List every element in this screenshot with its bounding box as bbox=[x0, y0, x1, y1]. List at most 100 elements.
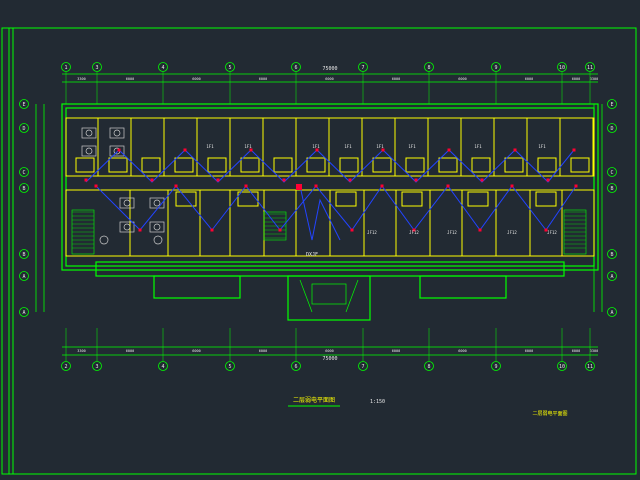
bathroom-box bbox=[108, 157, 128, 173]
outlet-device bbox=[138, 228, 142, 232]
outlet-device bbox=[150, 178, 154, 182]
outlet-device bbox=[544, 228, 548, 232]
axis-right-A-label: A bbox=[610, 310, 613, 316]
building-outline bbox=[61, 103, 599, 321]
corridor bbox=[66, 175, 594, 191]
axis-bottom-10-circle bbox=[557, 361, 567, 371]
overall-dim-bottom: 75000 bbox=[322, 356, 337, 362]
axis-bottom-9-label: 9 bbox=[494, 364, 497, 370]
bathroom-box bbox=[240, 157, 260, 173]
furniture-block bbox=[119, 197, 135, 209]
outlet-device bbox=[574, 184, 578, 188]
axis-bottom-9-circle bbox=[491, 361, 501, 371]
axis-left-C-label: C bbox=[22, 170, 25, 176]
top-dimension-chain bbox=[62, 73, 598, 83]
outlet-device bbox=[174, 184, 178, 188]
room-label-upper: 1F1 bbox=[376, 144, 384, 149]
axis-top-10-label: 10 bbox=[559, 65, 565, 71]
drawing-title-right: 二层弱电平面图 bbox=[532, 410, 567, 417]
bottom-dim-value: 6000 bbox=[126, 349, 134, 353]
furniture-block bbox=[149, 221, 165, 233]
axis-left-E-circle bbox=[19, 99, 29, 109]
axis-bottom-7-label: 7 bbox=[361, 364, 364, 370]
axis-bottom-3-circle bbox=[92, 361, 102, 371]
furniture-seat bbox=[113, 129, 121, 137]
bottom-dim-value: 3300 bbox=[590, 349, 598, 353]
axis-top-3-circle bbox=[92, 62, 102, 72]
axis-right-A-label: A bbox=[610, 274, 613, 280]
room-label-upper: 1F1 bbox=[474, 144, 482, 149]
room-label-upper: 1F1 bbox=[408, 144, 416, 149]
outlet-device bbox=[446, 184, 450, 188]
outlet-device bbox=[278, 228, 282, 232]
axis-bottom-8-circle bbox=[424, 361, 434, 371]
furniture-block bbox=[109, 127, 125, 139]
outlet-device bbox=[348, 178, 352, 182]
axis-right-B-label: B bbox=[610, 186, 613, 192]
furniture-block bbox=[119, 221, 135, 233]
outlet-device bbox=[447, 148, 451, 152]
axis-left-B-circle bbox=[19, 183, 29, 193]
axis-right-B-circle bbox=[607, 249, 617, 259]
drawing-scale: 1:150 bbox=[370, 399, 385, 405]
axis-bottom-6-label: 6 bbox=[294, 364, 297, 370]
furniture-seat bbox=[123, 223, 131, 231]
room-label-upper: 1F1 bbox=[244, 144, 252, 149]
axis-top-6-circle bbox=[291, 62, 301, 72]
bathroom-box bbox=[372, 157, 392, 173]
axis-bottom-2-label: 2 bbox=[64, 364, 67, 370]
top-dim-value: 6000 bbox=[325, 77, 333, 81]
furniture-block bbox=[81, 127, 97, 139]
outer-frame bbox=[1, 27, 637, 475]
axis-right-C-label: C bbox=[610, 170, 613, 176]
room-label-upper: 1F1 bbox=[344, 144, 352, 149]
top-dim-value: 6000 bbox=[192, 77, 200, 81]
outlet-device bbox=[210, 228, 214, 232]
top-dim-value: 3300 bbox=[590, 77, 598, 81]
axis-left-A-circle bbox=[19, 271, 29, 281]
bathroom-box bbox=[237, 191, 259, 207]
axis-top-11-label: 11 bbox=[587, 65, 593, 71]
bathroom-box bbox=[504, 157, 524, 173]
entrance-canopy bbox=[299, 279, 359, 313]
bottom-dim-value: 6000 bbox=[259, 349, 267, 353]
axis-bottom-11-label: 11 bbox=[587, 364, 593, 370]
bathroom-box bbox=[335, 191, 357, 207]
axis-bottom-2-circle bbox=[61, 361, 71, 371]
wiring-upper-run bbox=[85, 149, 575, 183]
bottom-dim-value: 6000 bbox=[325, 349, 333, 353]
axis-left-D-label: D bbox=[22, 126, 25, 132]
bathroom-box bbox=[306, 157, 326, 173]
room-label-lower: JF12 bbox=[409, 230, 419, 235]
interior-walls bbox=[65, 117, 595, 257]
axis-left-B-label: B bbox=[22, 186, 25, 192]
bottom-dimension-chain bbox=[62, 346, 598, 356]
bathroom-box bbox=[141, 157, 161, 173]
axis-left-A-circle bbox=[19, 307, 29, 317]
axis-top-11-circle bbox=[585, 62, 595, 72]
outlet-device bbox=[216, 178, 220, 182]
outlet-device bbox=[478, 228, 482, 232]
distribution-box bbox=[296, 184, 302, 190]
top-dim-value: 3300 bbox=[77, 77, 85, 81]
axis-top-4-circle bbox=[158, 62, 168, 72]
axis-top-9-label: 9 bbox=[494, 65, 497, 71]
axis-right-A-circle bbox=[607, 307, 617, 317]
room-label-lower: JF12 bbox=[547, 230, 557, 235]
axis-left-B-circle bbox=[19, 249, 29, 259]
bottom-dim-value: 6000 bbox=[458, 349, 466, 353]
axis-bottom-5-label: 5 bbox=[228, 364, 231, 370]
outlet-device bbox=[84, 178, 88, 182]
axis-bottom-3-label: 3 bbox=[95, 364, 98, 370]
outlet-device bbox=[510, 184, 514, 188]
furniture-seat bbox=[85, 147, 93, 155]
axis-bottom-7-circle bbox=[358, 361, 368, 371]
axis-top-6-label: 6 bbox=[294, 65, 297, 71]
bathroom-box bbox=[570, 157, 590, 173]
axis-top-8-circle bbox=[424, 62, 434, 72]
plant bbox=[153, 235, 163, 245]
outlet-device bbox=[572, 148, 576, 152]
furniture-block bbox=[109, 145, 125, 157]
